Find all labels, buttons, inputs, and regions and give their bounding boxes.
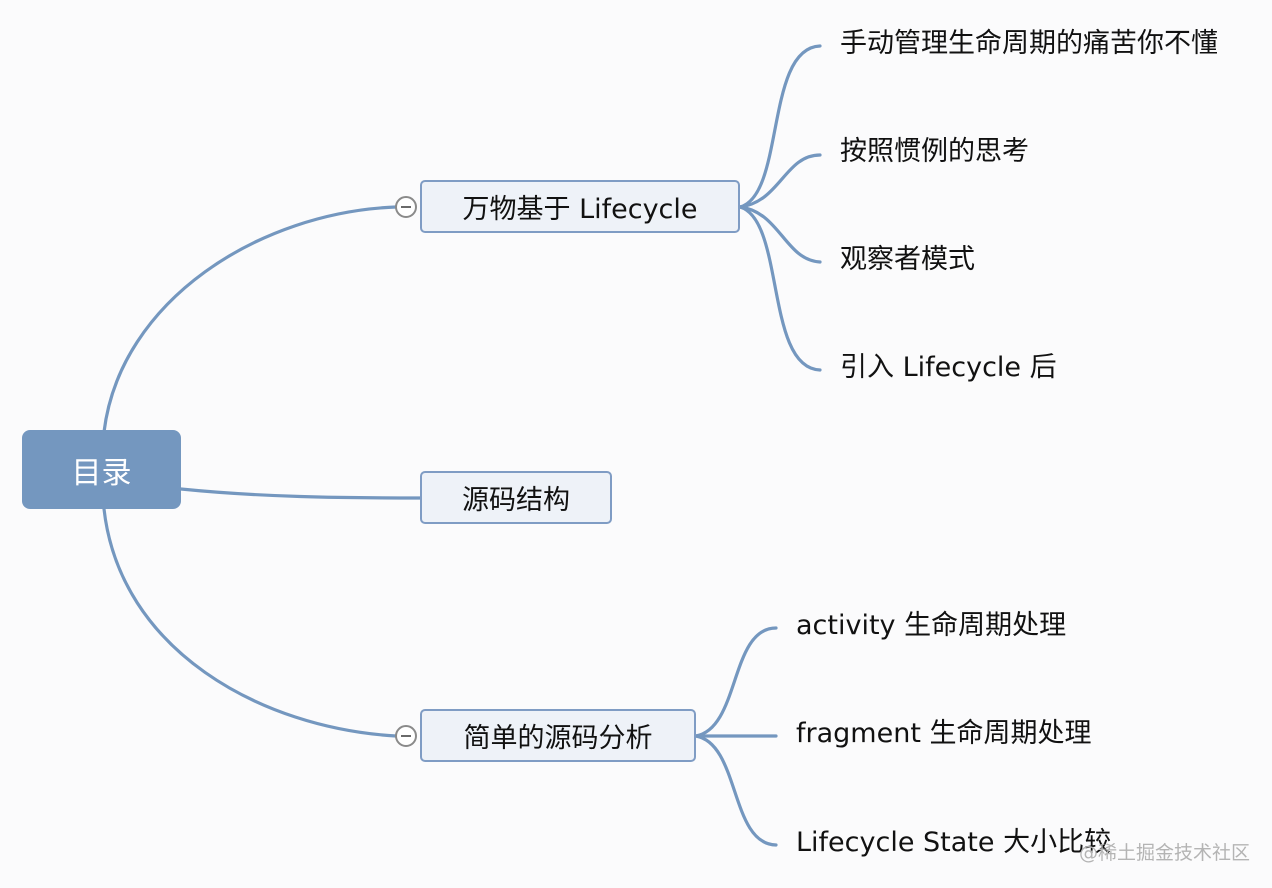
connector-root-branch-3 bbox=[102, 507, 398, 738]
connector-b3-leaf-3 bbox=[694, 734, 778, 847]
branch-node-1[interactable]: 万物基于 Lifecycle bbox=[420, 180, 740, 233]
branch-node-2[interactable]: 源码结构 bbox=[420, 471, 612, 524]
leaf-node[interactable]: 手动管理生命周期的痛苦你不懂 bbox=[840, 28, 1218, 59]
branch-label: 源码结构 bbox=[462, 485, 570, 516]
root-node[interactable]: 目录 bbox=[22, 430, 181, 509]
collapse-toggle-branch-3[interactable] bbox=[395, 725, 417, 747]
branch-label: 万物基于 Lifecycle bbox=[462, 194, 698, 225]
root-label: 目录 bbox=[71, 455, 132, 491]
leaf-node[interactable]: Lifecycle State 大小比较 bbox=[796, 827, 1112, 858]
connector-b1-leaf-3 bbox=[738, 205, 822, 264]
connector-root-branch-1 bbox=[102, 205, 398, 434]
leaf-node[interactable]: 观察者模式 bbox=[840, 244, 975, 275]
branch-node-3[interactable]: 简单的源码分析 bbox=[420, 709, 696, 762]
leaf-node[interactable]: 按照惯例的思考 bbox=[840, 136, 1029, 167]
branch-label: 简单的源码分析 bbox=[463, 723, 653, 754]
collapse-toggle-branch-1[interactable] bbox=[395, 196, 417, 218]
connector-b1-leaf-1 bbox=[738, 44, 822, 209]
connector-b3-leaf-1 bbox=[694, 626, 778, 738]
leaf-node[interactable]: 引入 Lifecycle 后 bbox=[840, 352, 1057, 383]
leaf-node[interactable]: activity 生命周期处理 bbox=[796, 610, 1067, 641]
connector-b1-leaf-2 bbox=[738, 153, 822, 209]
connector-root-branch-2 bbox=[179, 487, 422, 500]
connector-b1-leaf-4 bbox=[738, 205, 822, 372]
watermark: @稀土掘金技术社区 bbox=[1078, 842, 1250, 864]
leaf-node[interactable]: fragment 生命周期处理 bbox=[796, 718, 1092, 749]
